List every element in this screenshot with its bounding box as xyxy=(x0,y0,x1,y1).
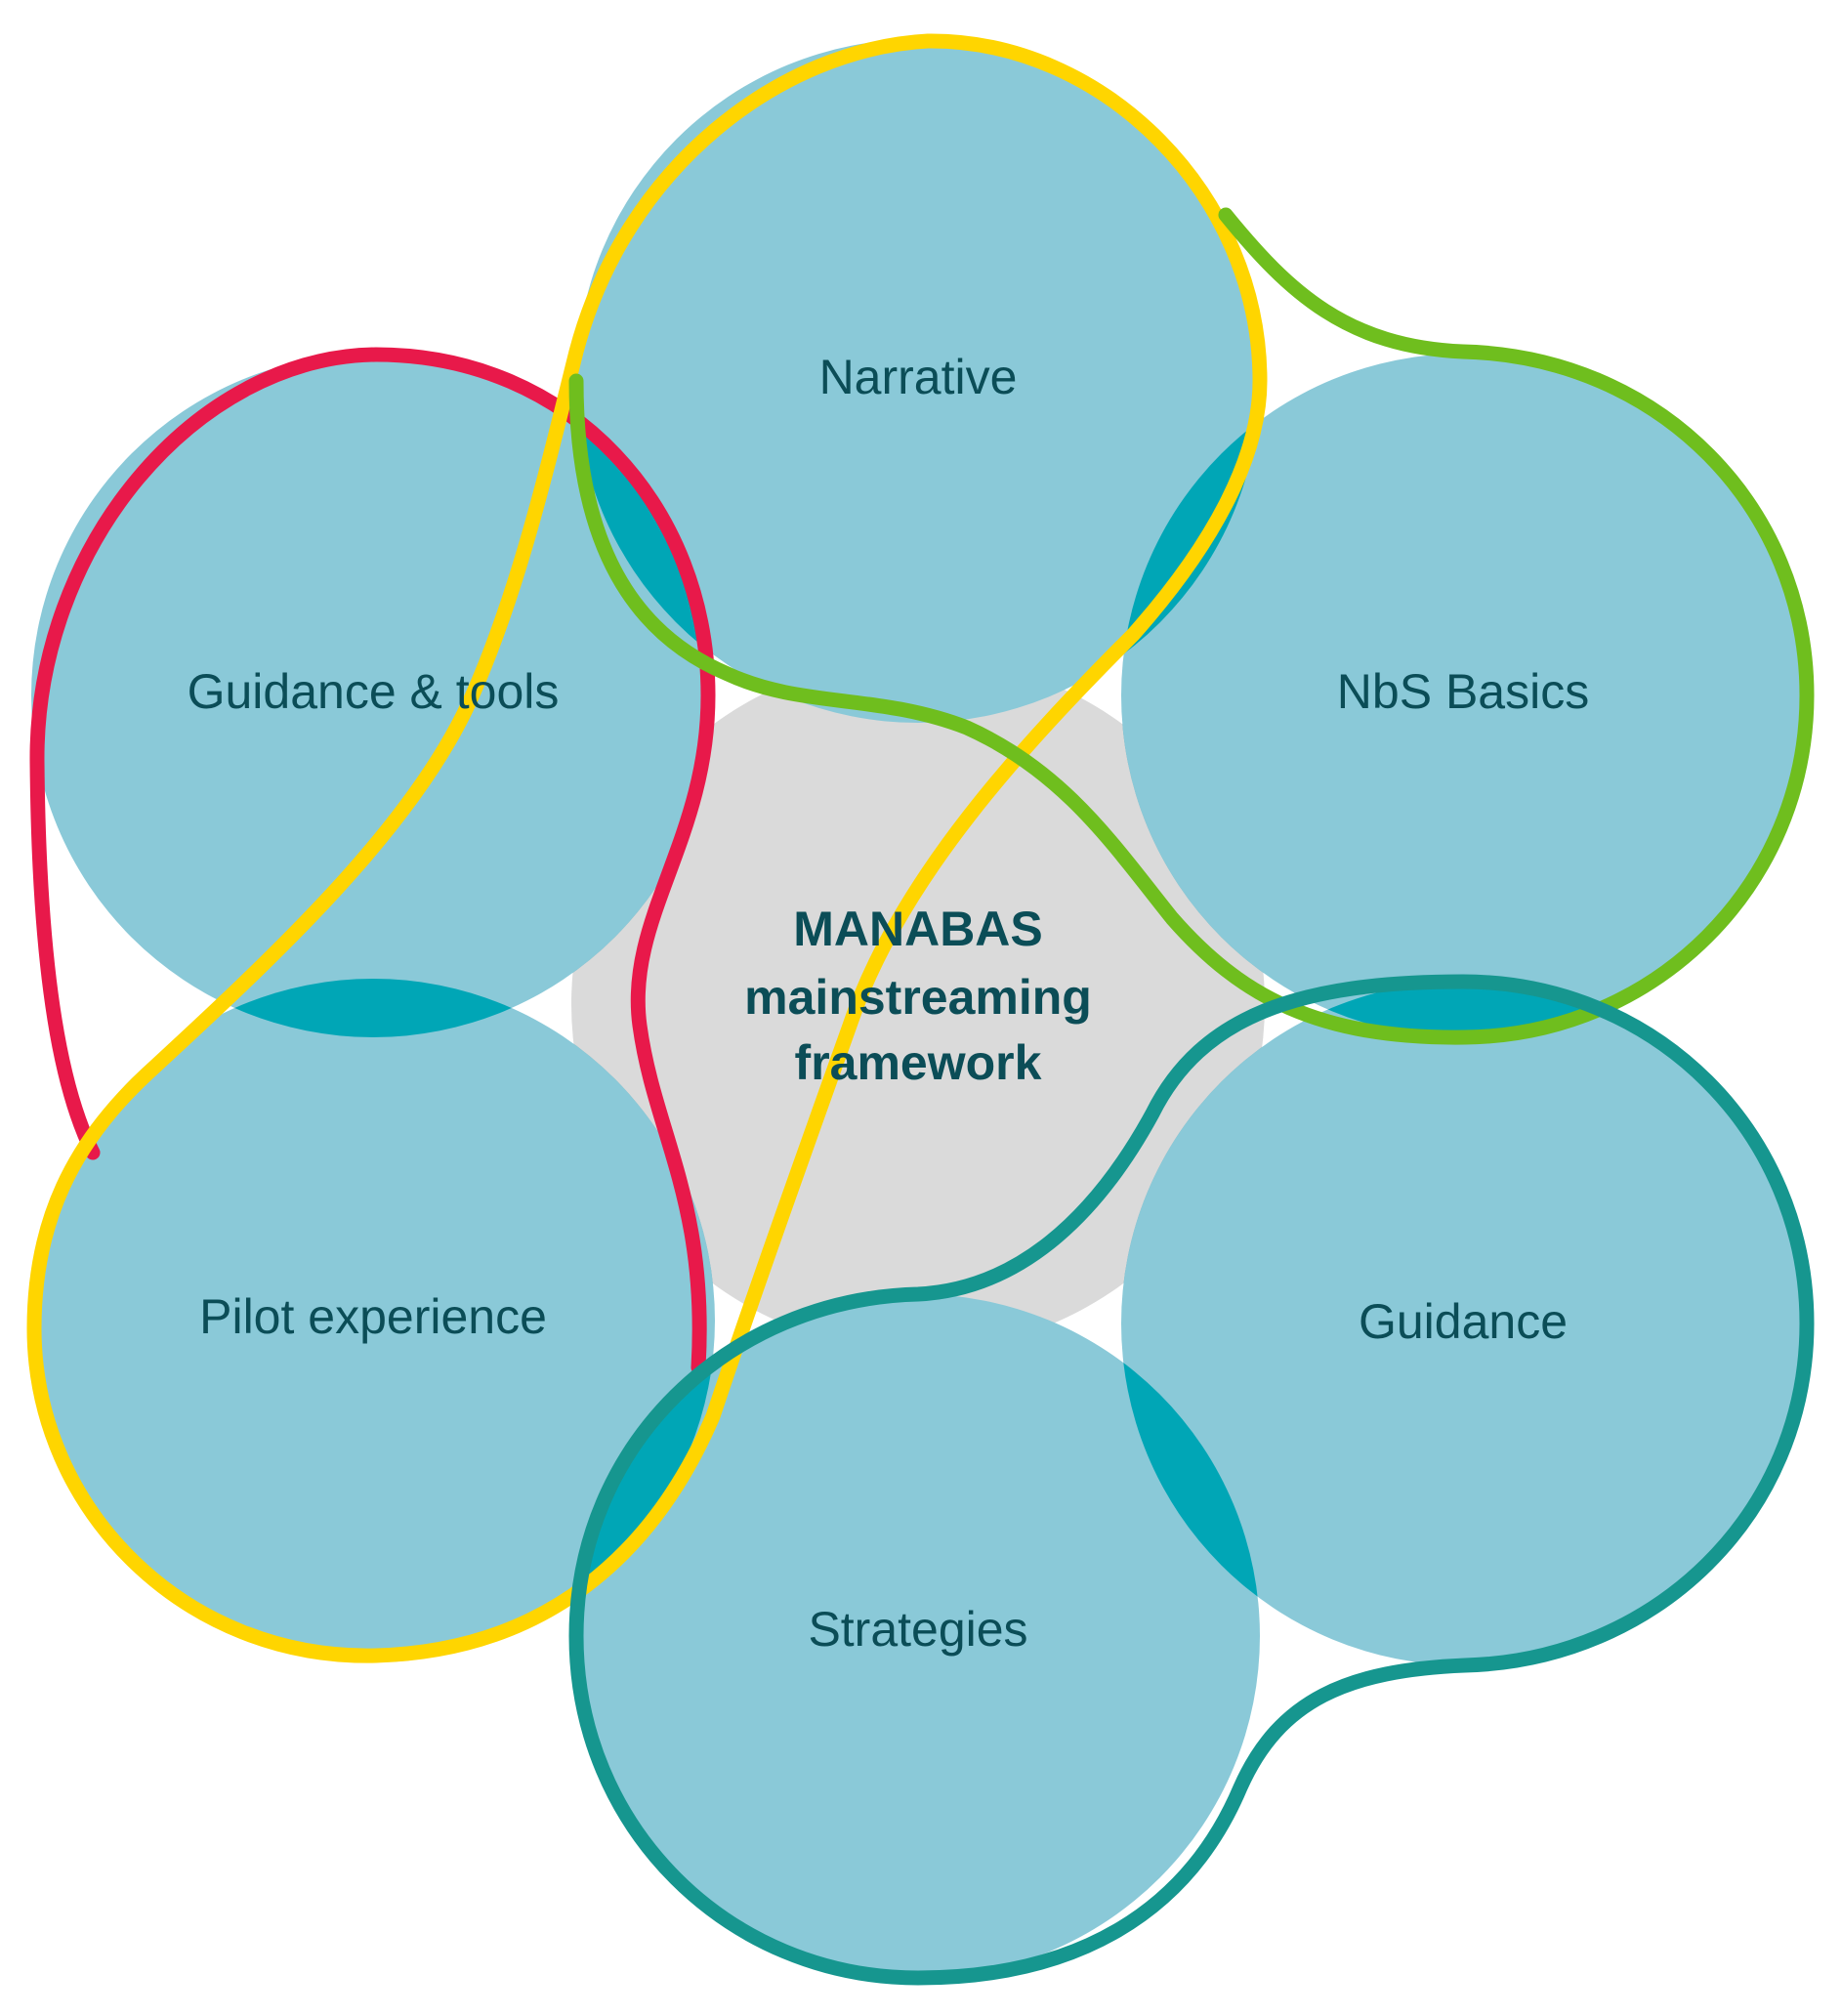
center-circle xyxy=(571,657,1265,1351)
teal-outline xyxy=(568,974,1815,1986)
label-pilot-experience: Pilot experience xyxy=(199,1289,547,1344)
label-nbs-basics: NbS Basics xyxy=(1337,664,1589,719)
circle-pilot-experience xyxy=(31,979,715,1662)
label-narrative: Narrative xyxy=(819,350,1018,404)
center-title-line-3: framework xyxy=(795,1035,1042,1090)
center-title-line-2: mainstreaming xyxy=(744,970,1092,1025)
circle-guidance xyxy=(1121,982,1805,1665)
circle-nbs-basics xyxy=(1121,354,1805,1037)
label-strategies: Strategies xyxy=(808,1602,1027,1657)
circle-strategies xyxy=(576,1294,1260,1978)
yellow-outline xyxy=(26,33,1268,1663)
circle-narrative xyxy=(576,39,1260,723)
green-outline xyxy=(568,207,1815,1045)
label-guidance: Guidance xyxy=(1359,1294,1568,1349)
petal-circles xyxy=(31,39,1805,1978)
label-guidance-tools: Guidance & tools xyxy=(188,664,560,719)
center-title-line-1: MANABAS xyxy=(793,902,1043,956)
circle-guidance-tools xyxy=(31,354,715,1037)
center-title: MANABAS mainstreaming framework xyxy=(744,902,1092,1090)
